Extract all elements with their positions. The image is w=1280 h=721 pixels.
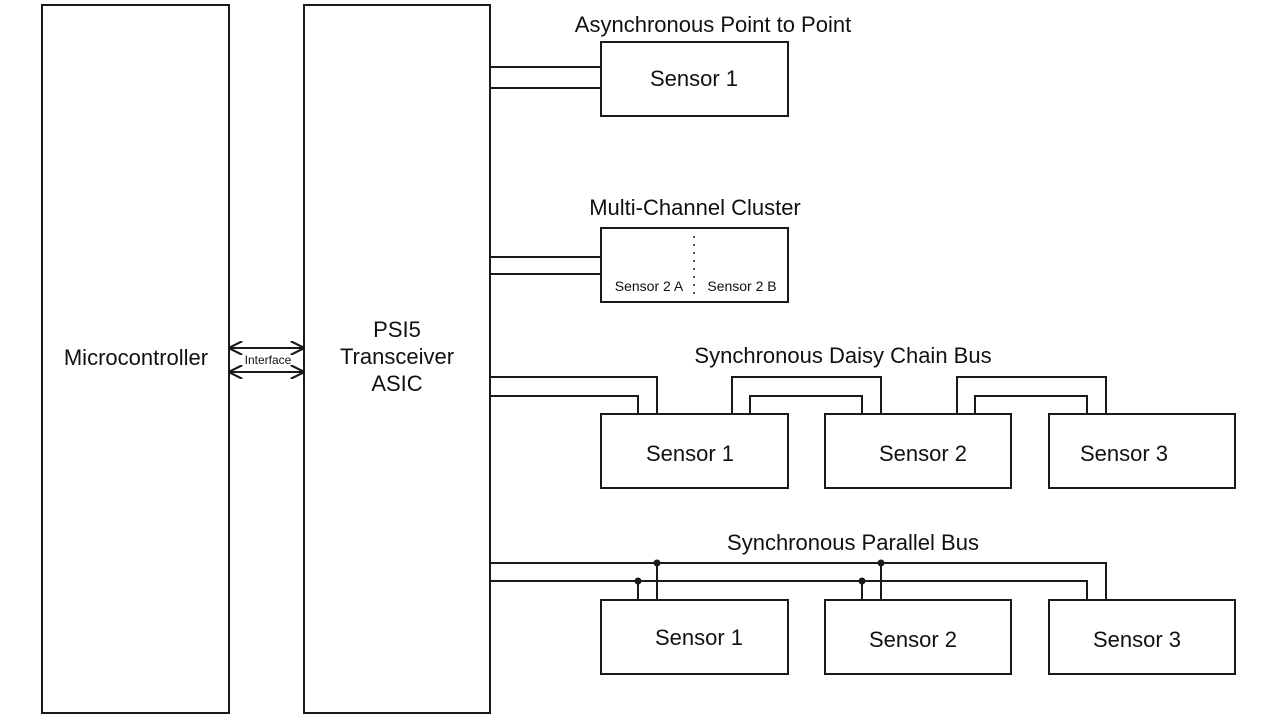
daisy-chain-title: Synchronous Daisy Chain Bus xyxy=(694,343,991,368)
parallel-sensor-2-label: Sensor 2 xyxy=(869,627,957,652)
async-sensor-1-box xyxy=(600,41,789,117)
daisy-sensor-3-box xyxy=(1048,413,1236,489)
multi-channel-wires xyxy=(490,256,601,275)
transceiver-label-line2: Transceiver xyxy=(340,344,454,369)
parallel-bus-title: Synchronous Parallel Bus xyxy=(727,530,979,555)
daisy-sensor-2-box xyxy=(824,413,1012,489)
interface-label: Interface xyxy=(245,353,292,367)
parallel-sensor-1-label: Sensor 1 xyxy=(655,625,743,650)
parallel-sensor-3-label: Sensor 3 xyxy=(1093,627,1181,652)
parallel-sensor-2-box xyxy=(824,599,1012,675)
interface-arrow xyxy=(230,348,303,372)
microcontroller-block xyxy=(41,4,230,714)
async-sensor-1-label: Sensor 1 xyxy=(650,66,738,91)
parallel-bus-junctions xyxy=(634,559,885,585)
sensor-2a-label: Sensor 2 A xyxy=(615,278,684,294)
daisy-sensor-1-box xyxy=(600,413,789,489)
daisy-chain-wires xyxy=(490,376,1107,414)
daisy-sensor-3-label: Sensor 3 xyxy=(1080,441,1168,466)
multi-channel-title: Multi-Channel Cluster xyxy=(589,195,801,220)
parallel-bus-wires xyxy=(490,562,1107,600)
async-p2p-wires xyxy=(490,66,601,89)
parallel-sensor-1-box xyxy=(600,599,789,675)
daisy-sensor-1-label: Sensor 1 xyxy=(646,441,734,466)
transceiver-label-line3: ASIC xyxy=(371,371,422,396)
daisy-sensor-2-label: Sensor 2 xyxy=(879,441,967,466)
sensor-2b-label: Sensor 2 B xyxy=(707,278,776,294)
parallel-sensor-3-box xyxy=(1048,599,1236,675)
transceiver-block xyxy=(303,4,491,714)
transceiver-label-line1: PSI5 xyxy=(373,317,421,342)
microcontroller-label: Microcontroller xyxy=(64,345,208,370)
async-p2p-title: Asynchronous Point to Point xyxy=(575,12,851,37)
multi-channel-box xyxy=(600,227,789,303)
